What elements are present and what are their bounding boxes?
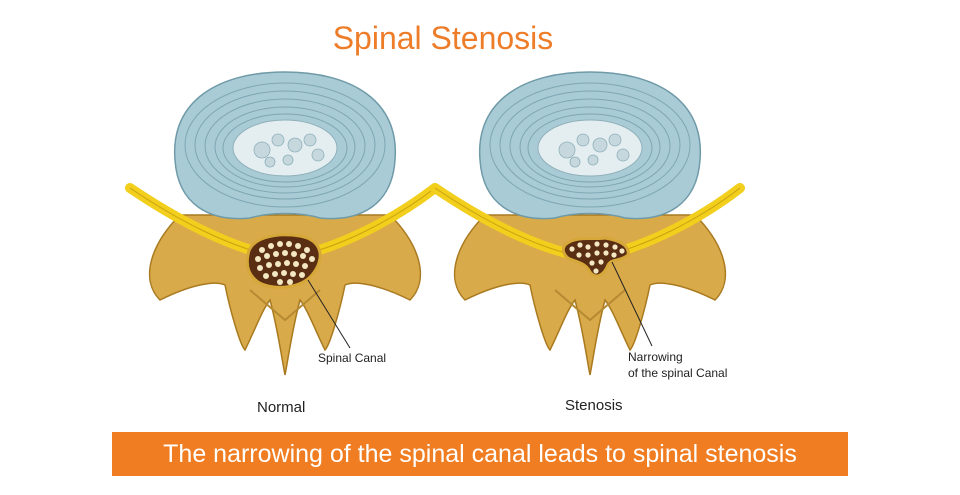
normal-vertebra bbox=[130, 72, 435, 375]
diagram-title: Spinal Stenosis bbox=[332, 20, 554, 56]
spinal-canal-label: Spinal Canal bbox=[318, 351, 387, 365]
narrowing-label-line2: of the spinal Canal bbox=[628, 366, 728, 380]
normal-spinal-canal bbox=[245, 233, 351, 349]
summary-banner: The narrowing of the spinal canal leads … bbox=[112, 432, 848, 476]
stenosis-vertebra bbox=[435, 72, 740, 375]
narrowed-spinal-canal bbox=[561, 236, 653, 347]
stenosis-caption: Stenosis bbox=[565, 397, 623, 414]
normal-caption: Normal bbox=[257, 399, 306, 416]
narrowing-label-line1: Narrowing bbox=[628, 350, 683, 364]
